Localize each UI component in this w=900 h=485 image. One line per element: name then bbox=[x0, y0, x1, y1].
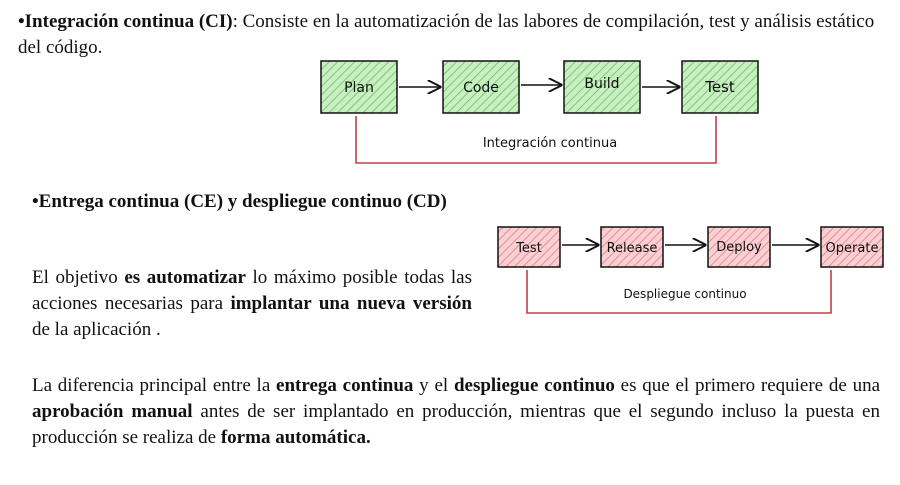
ci-step-code: Code bbox=[442, 60, 520, 114]
cd-step-test: Test bbox=[497, 226, 561, 268]
ci-description: : Consiste en la automatización de las l… bbox=[18, 11, 875, 58]
ci-loop-line bbox=[355, 116, 717, 164]
ci-bullet: • bbox=[18, 11, 25, 32]
difference-text-3: es que el primero requiere de una bbox=[614, 375, 881, 396]
ci-step-plan: Plan bbox=[320, 60, 398, 114]
ci-step-build: Build bbox=[563, 60, 641, 114]
cd-step-operate-label: Operate bbox=[826, 241, 879, 256]
difference-paragraph: La diferencia principal entre la entrega… bbox=[32, 373, 880, 451]
difference-bold-3: aprobación manual bbox=[32, 401, 193, 422]
difference-bold-1: entrega continua bbox=[276, 375, 414, 396]
ce-title: Entrega continua (CE) y despliegue conti… bbox=[38, 191, 447, 212]
cd-loop-label: Despliegue continuo bbox=[623, 287, 746, 301]
cd-step-operate: Operate bbox=[820, 226, 884, 268]
objective-paragraph: El objetivo es automatizar lo máximo pos… bbox=[32, 265, 472, 343]
objective-bold-2: implantar una nueva versión bbox=[230, 293, 472, 314]
difference-bold-4: forma automática. bbox=[220, 427, 371, 448]
cd-step-release-label: Release bbox=[607, 241, 658, 256]
objective-bold-1: es automatizar bbox=[124, 267, 246, 288]
ci-paragraph: •Integración continua (CI): Consiste en … bbox=[18, 9, 878, 61]
ci-step-code-label: Code bbox=[463, 80, 499, 96]
cd-step-deploy-label: Deploy bbox=[716, 240, 762, 255]
ce-bullet: • bbox=[32, 191, 39, 212]
ci-loop-label: Integración continua bbox=[483, 136, 617, 151]
cd-step-deploy: Deploy bbox=[707, 226, 771, 268]
difference-text-4: antes de ser implantado en producción, m… bbox=[32, 401, 880, 448]
cd-step-release: Release bbox=[600, 226, 664, 268]
ce-heading: •Entrega continua (CE) y despliegue cont… bbox=[32, 189, 472, 215]
difference-text-2: y el bbox=[413, 375, 454, 396]
ci-title: Integración continua (CI) bbox=[24, 11, 233, 32]
ci-step-test-label: Test bbox=[704, 78, 735, 96]
objective-text-1: El objetivo bbox=[32, 267, 125, 288]
difference-text-1: La diferencia principal entre la bbox=[32, 375, 277, 396]
ci-step-build-label: Build bbox=[584, 76, 619, 92]
ci-step-plan-label: Plan bbox=[344, 80, 374, 96]
ci-step-test: Test bbox=[681, 60, 759, 114]
difference-bold-2: despliegue continuo bbox=[453, 375, 615, 396]
cd-loop-line bbox=[526, 270, 832, 314]
cd-step-test-label: Test bbox=[515, 241, 542, 256]
objective-text-2: lo máximo posible todas las acciones nec… bbox=[32, 267, 472, 314]
objective-text-3: de la aplicación . bbox=[32, 319, 161, 340]
